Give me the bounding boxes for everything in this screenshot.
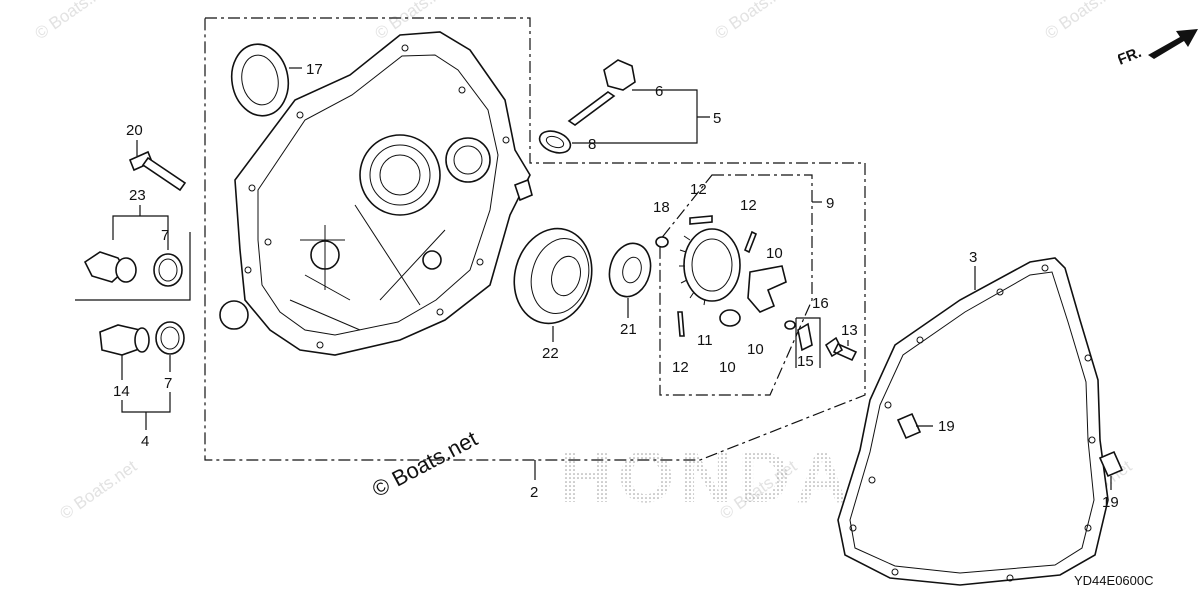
oil-level-gauge — [567, 59, 636, 126]
plate — [797, 322, 813, 352]
callout-11: 11 — [697, 332, 713, 349]
callout-5: 5 — [713, 110, 721, 127]
callout-16: 16 — [812, 295, 829, 312]
callout-8: 8 — [588, 136, 596, 153]
callout-12: 12 — [672, 359, 689, 376]
direction-label: FR. — [1118, 44, 1144, 69]
o-ring-inner — [545, 135, 565, 149]
callout-10: 10 — [766, 245, 783, 262]
callout-bracket-23 — [112, 205, 169, 250]
case-cover-gasket — [837, 257, 1109, 586]
dowel-pin — [896, 412, 922, 440]
diagram-code: YD44E0600C — [1074, 573, 1154, 588]
drain-plug — [99, 324, 150, 356]
callout-17: 17 — [306, 61, 323, 78]
pin — [677, 311, 685, 337]
radial-bearing — [608, 242, 652, 298]
sealing-washer — [155, 321, 185, 355]
washer — [655, 236, 669, 248]
bolt — [824, 336, 858, 362]
clip — [784, 320, 796, 330]
callout-2: 2 — [530, 484, 538, 501]
watermark-text: © Boats.net — [31, 0, 115, 43]
callout-23: 23 — [129, 187, 146, 204]
oil-seal — [230, 43, 290, 117]
callout-13: 13 — [841, 322, 858, 339]
ball-bearing — [513, 227, 593, 325]
callout-10: 10 — [719, 359, 736, 376]
governor-gear — [679, 228, 741, 327]
callout-labels: 17 6 5 8 20 23 7 14 7 4 9 12 12 18 10 16… — [113, 61, 1119, 511]
group-divider — [75, 232, 191, 301]
watermark-text: © Boats.net — [711, 0, 795, 43]
front-direction-arrow: FR. — [1118, 29, 1198, 69]
arrow-icon — [1148, 29, 1198, 59]
callout-19: 19 — [938, 418, 955, 435]
sealing-washer — [153, 253, 183, 287]
callout-7: 7 — [161, 227, 169, 244]
callout-3: 3 — [969, 249, 977, 266]
governor-arm — [747, 265, 787, 313]
callout-4: 4 — [141, 433, 149, 450]
callout-bracket-15 — [795, 317, 821, 368]
callout-19: 19 — [1102, 494, 1119, 511]
callout-6: 6 — [655, 83, 663, 100]
sealing-washer-inner — [160, 326, 180, 350]
callout-bracket-4 — [121, 355, 171, 430]
crankcase-cover — [219, 31, 533, 356]
callout-14: 14 — [113, 383, 130, 400]
oil-drain-plug — [83, 251, 137, 283]
brand-watermark: HONDA — [560, 438, 854, 518]
callout-20: 20 — [126, 122, 143, 139]
dowel-pin — [1098, 450, 1124, 478]
watermark-text: © Boats.net — [1041, 0, 1125, 43]
sealing-washer-inner — [158, 258, 178, 282]
callout-7: 7 — [164, 375, 172, 392]
callout-bracket-5 — [572, 89, 710, 144]
flange-bolt — [128, 150, 187, 192]
callout-15: 15 — [797, 353, 814, 370]
callout-9: 9 — [826, 195, 834, 212]
o-ring — [538, 130, 572, 154]
callout-21: 21 — [620, 321, 637, 338]
callout-22: 22 — [542, 345, 559, 362]
pin — [689, 215, 713, 225]
watermark-text: © Boats.net — [56, 456, 140, 523]
pin — [743, 230, 758, 254]
callout-12: 12 — [740, 197, 757, 214]
callout-18: 18 — [653, 199, 670, 216]
callout-10: 10 — [747, 341, 764, 358]
assembly-outline — [204, 17, 866, 461]
callout-12: 12 — [690, 181, 707, 198]
